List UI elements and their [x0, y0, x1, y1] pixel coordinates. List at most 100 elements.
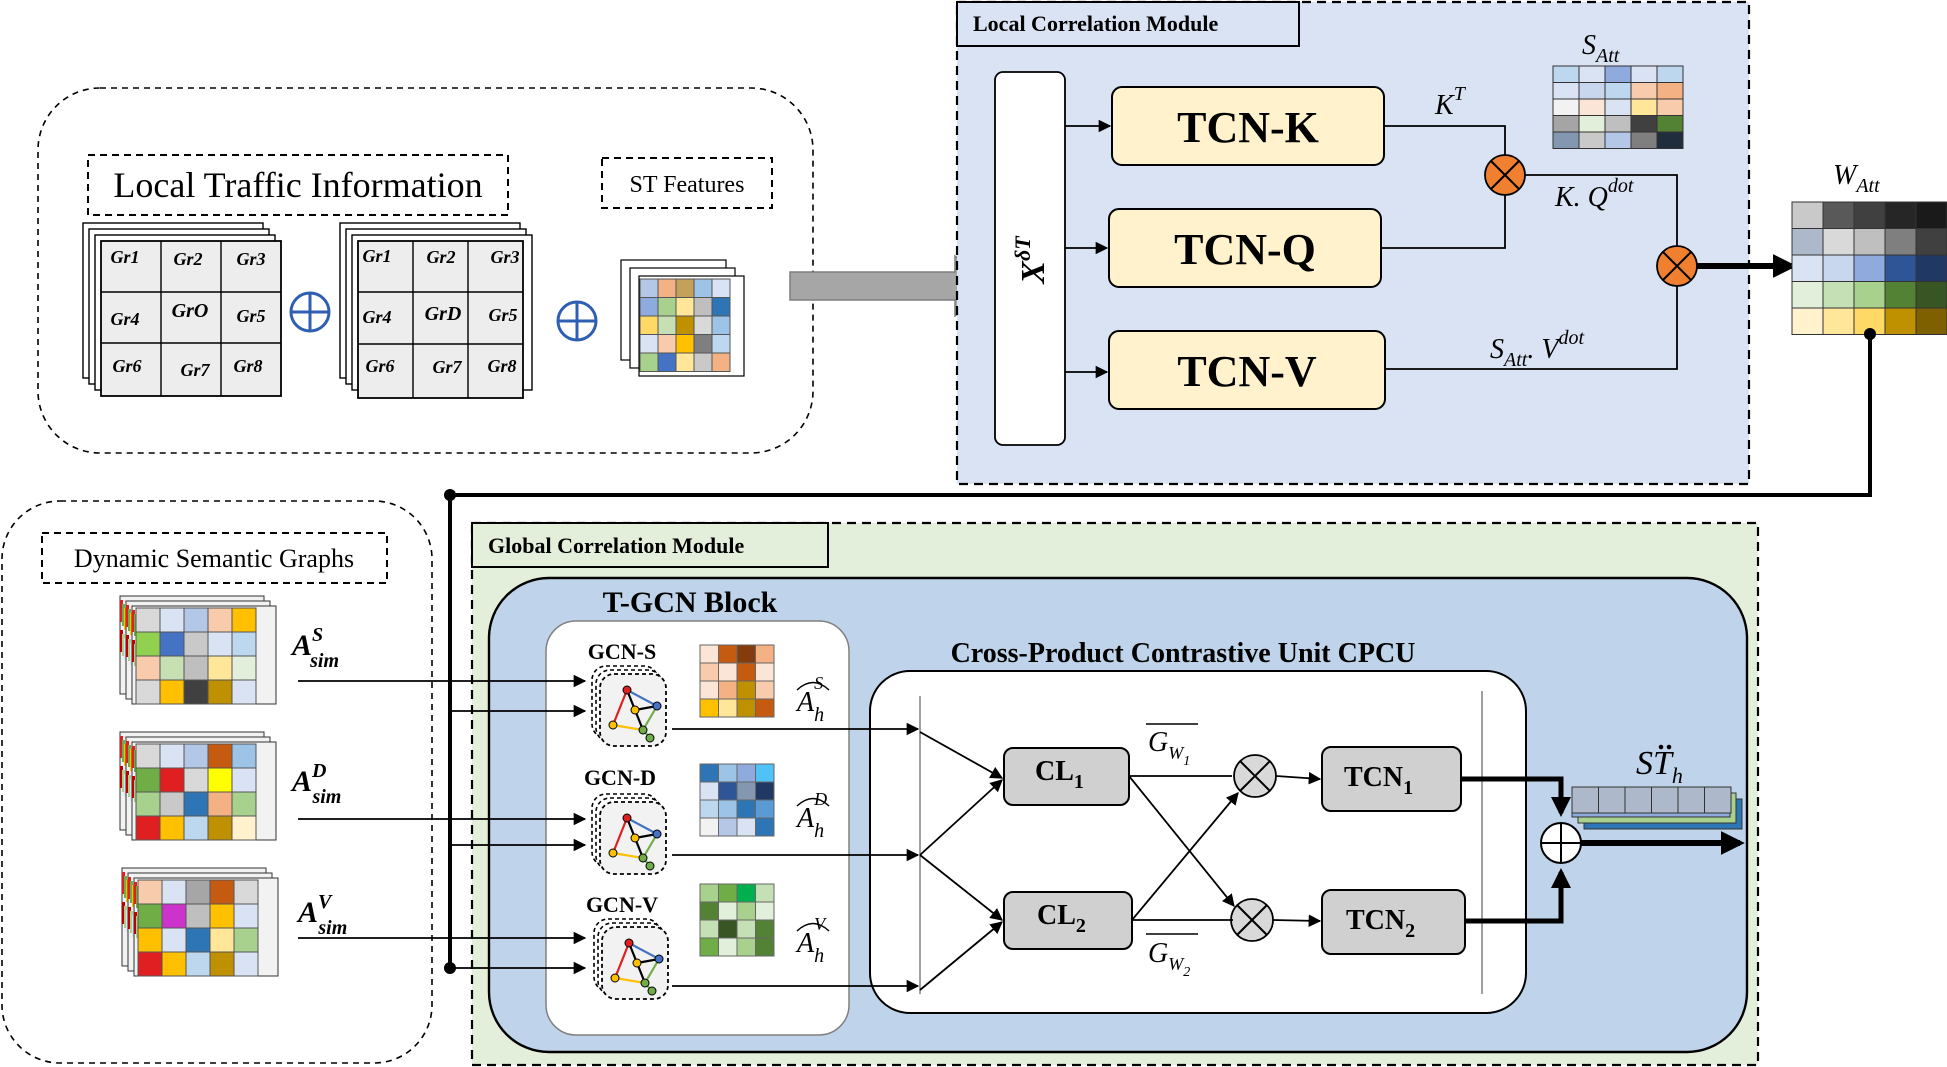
matrix-cell — [1704, 786, 1732, 814]
watt-feedback-line — [448, 334, 1872, 968]
matrix-cell — [736, 698, 756, 718]
matrix-cell — [699, 698, 719, 718]
matrix-cell — [1598, 786, 1626, 814]
matrix-cell — [1915, 281, 1947, 309]
matrix-cell — [736, 763, 756, 783]
matrix-cell — [183, 607, 209, 633]
tcn-v-label: TCN-V — [1177, 347, 1317, 396]
matrix-cell — [657, 297, 677, 317]
cl2-label: CL2 — [1037, 900, 1086, 937]
tcn-k-label: TCN-K — [1177, 103, 1319, 152]
matrix-cell — [755, 817, 775, 837]
matrix-cell — [1822, 307, 1855, 335]
matrix-cell — [718, 799, 738, 819]
matrix-cell — [711, 334, 731, 354]
matrix-cell — [1884, 281, 1917, 309]
matrix-cell — [207, 655, 233, 681]
matrix-cell — [207, 607, 233, 633]
satt-cells — [1552, 65, 1684, 149]
tcn-q-label: TCN-Q — [1174, 225, 1316, 274]
gcm-title: Global Correlation Module — [488, 533, 744, 558]
matrix-cell — [161, 927, 187, 953]
matrix-cell — [699, 937, 719, 957]
grid-a-cell: Gr8 — [233, 356, 262, 376]
gw1-label: GW1 — [1148, 727, 1190, 769]
matrix-cell — [1822, 254, 1855, 282]
st-output-front — [1571, 786, 1732, 814]
grid-b-cell: Gr5 — [488, 305, 517, 325]
local-traffic-title: Local Traffic Information — [113, 165, 482, 205]
matrix-cell — [135, 815, 161, 841]
matrix-cell — [1656, 115, 1684, 133]
watt-label: WAtt — [1833, 160, 1880, 197]
matrix-cell — [1604, 98, 1632, 116]
matrix-cell — [736, 662, 756, 682]
matrix-cell — [718, 698, 738, 718]
matrix-cell — [718, 781, 738, 801]
matrix-cell — [1578, 131, 1606, 149]
gcn-s-output-matrix — [699, 644, 775, 718]
matrix-cell — [699, 883, 719, 903]
matrix-cell — [1604, 131, 1632, 149]
origin-grid: Gr1 Gr2 Gr3 Gr4 GrO Gr5 Gr6 Gr7 Gr8 — [82, 222, 282, 397]
matrix-cell — [231, 631, 257, 657]
grid-b-cell: Gr6 — [365, 356, 394, 376]
matrix-cell — [736, 883, 756, 903]
matrix-cell — [639, 334, 659, 354]
matrix-cell — [185, 879, 211, 905]
matrix-cell — [207, 767, 233, 793]
tgcn-title: T-GCN Block — [603, 586, 778, 619]
matrix-cell — [1853, 201, 1886, 229]
semantic-graph-matrix — [137, 879, 259, 977]
grid-a-cell: Gr2 — [173, 249, 202, 269]
matrix-cell — [233, 879, 259, 905]
matrix-cell — [135, 791, 161, 817]
matrix-cell — [233, 927, 259, 953]
local-correlation-module: Local Correlation Module XδT TCN-K TCN-Q… — [955, 0, 1751, 486]
matrix-cell — [137, 879, 163, 905]
cl1-label: CL1 — [1035, 756, 1084, 793]
matrix-cell — [693, 278, 713, 298]
matrix-cell — [718, 680, 738, 700]
matrix-cell — [1604, 82, 1632, 100]
matrix-cell — [699, 644, 719, 664]
st-features-title: ST Features — [630, 172, 745, 198]
matrix-cell — [207, 679, 233, 705]
ah-v-label: AhV — [795, 914, 827, 967]
gcn-s-label: GCN-S — [588, 639, 656, 664]
matrix-cell — [1791, 254, 1824, 282]
matrix-cell — [183, 655, 209, 681]
matrix-cell — [718, 817, 738, 837]
matrix-cell — [183, 815, 209, 841]
matrix-cell — [135, 607, 161, 633]
matrix-cell — [159, 607, 185, 633]
matrix-cell — [657, 334, 677, 354]
grid-a-cell: Gr1 — [110, 247, 139, 267]
matrix-cell — [161, 879, 187, 905]
grid-a-cell: Gr6 — [112, 356, 141, 376]
local-traffic-panel: Local Traffic Information ST Features Gr… — [37, 87, 997, 454]
matrix-cell — [736, 901, 756, 921]
matrix-cell — [209, 903, 235, 929]
matrix-cell — [693, 334, 713, 354]
st-features-cube — [620, 259, 745, 377]
matrix-cell — [135, 631, 161, 657]
matrix-cell — [755, 901, 775, 921]
semantic-graph-matrix — [135, 743, 257, 841]
matrix-cell — [1604, 65, 1632, 83]
matrix-cell — [718, 763, 738, 783]
matrix-cell — [1915, 201, 1947, 229]
matrix-cell — [755, 644, 775, 664]
matrix-cell — [185, 927, 211, 953]
matrix-cell — [1853, 228, 1886, 256]
matrix-cell — [718, 937, 738, 957]
input-edges — [298, 674, 920, 993]
tcn1-label: TCN1 — [1344, 762, 1413, 799]
matrix-cell — [183, 631, 209, 657]
matrix-cell — [1552, 131, 1580, 149]
matrix-cell — [1552, 82, 1580, 100]
matrix-cell — [1822, 201, 1855, 229]
matrix-cell — [675, 297, 695, 317]
